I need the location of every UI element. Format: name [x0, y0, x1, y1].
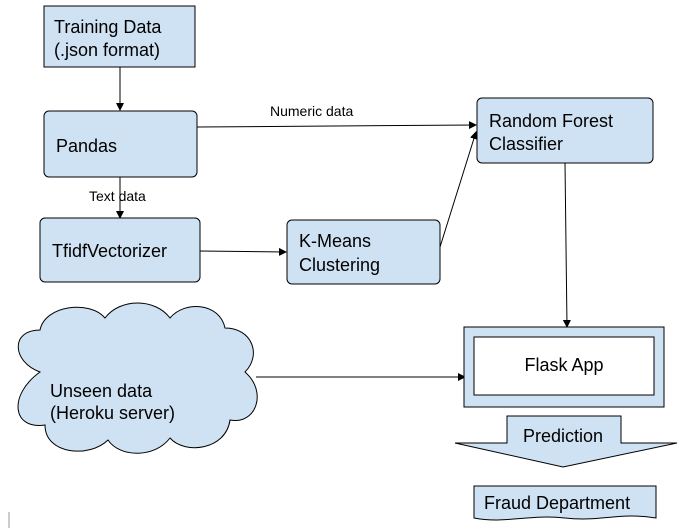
svg-text:TfidfVectorizer: TfidfVectorizer: [52, 241, 167, 261]
node-unseen-data-cloud: Unseen data (Heroku server): [17, 302, 258, 454]
node-training-data: Training Data (.json format): [43, 5, 196, 68]
svg-text:Clustering: Clustering: [299, 255, 380, 275]
node-fraud-department: Fraud Department: [473, 485, 657, 521]
node-prediction-arrow: Prediction: [454, 415, 678, 468]
edge-kmeans-to-random-forest: [439, 131, 478, 248]
node-tfidf-vectorizer: TfidfVectorizer: [39, 217, 201, 283]
svg-text:Classifier: Classifier: [489, 134, 563, 154]
svg-text:Unseen data: Unseen data: [50, 381, 153, 401]
edge-label-numeric-data: Numeric data: [270, 103, 353, 119]
svg-text:Pandas: Pandas: [56, 136, 117, 156]
node-pandas: Pandas: [43, 110, 198, 178]
edge-random-forest-to-flask: [562, 162, 571, 328]
edge-label-text-data: Text data: [89, 188, 146, 204]
node-kmeans-clustering: K-Means Clustering: [286, 219, 441, 285]
node-random-forest-classifier: Random Forest Classifier: [476, 97, 654, 164]
svg-text:Flask App: Flask App: [524, 355, 603, 375]
edge-tfidf-to-kmeans: [199, 247, 287, 256]
svg-text:K-Means: K-Means: [299, 231, 371, 251]
svg-text:Training Data: Training Data: [54, 17, 162, 37]
svg-text:(Heroku server): (Heroku server): [50, 403, 175, 423]
node-flask-app: Flask App: [463, 326, 665, 408]
svg-text:Fraud Department: Fraud Department: [484, 493, 630, 513]
svg-text:Prediction: Prediction: [523, 426, 603, 446]
svg-text:(.json format): (.json format): [54, 40, 160, 60]
svg-text:Random Forest: Random Forest: [489, 111, 613, 131]
edge-pandas-to-random-forest: [196, 121, 477, 130]
